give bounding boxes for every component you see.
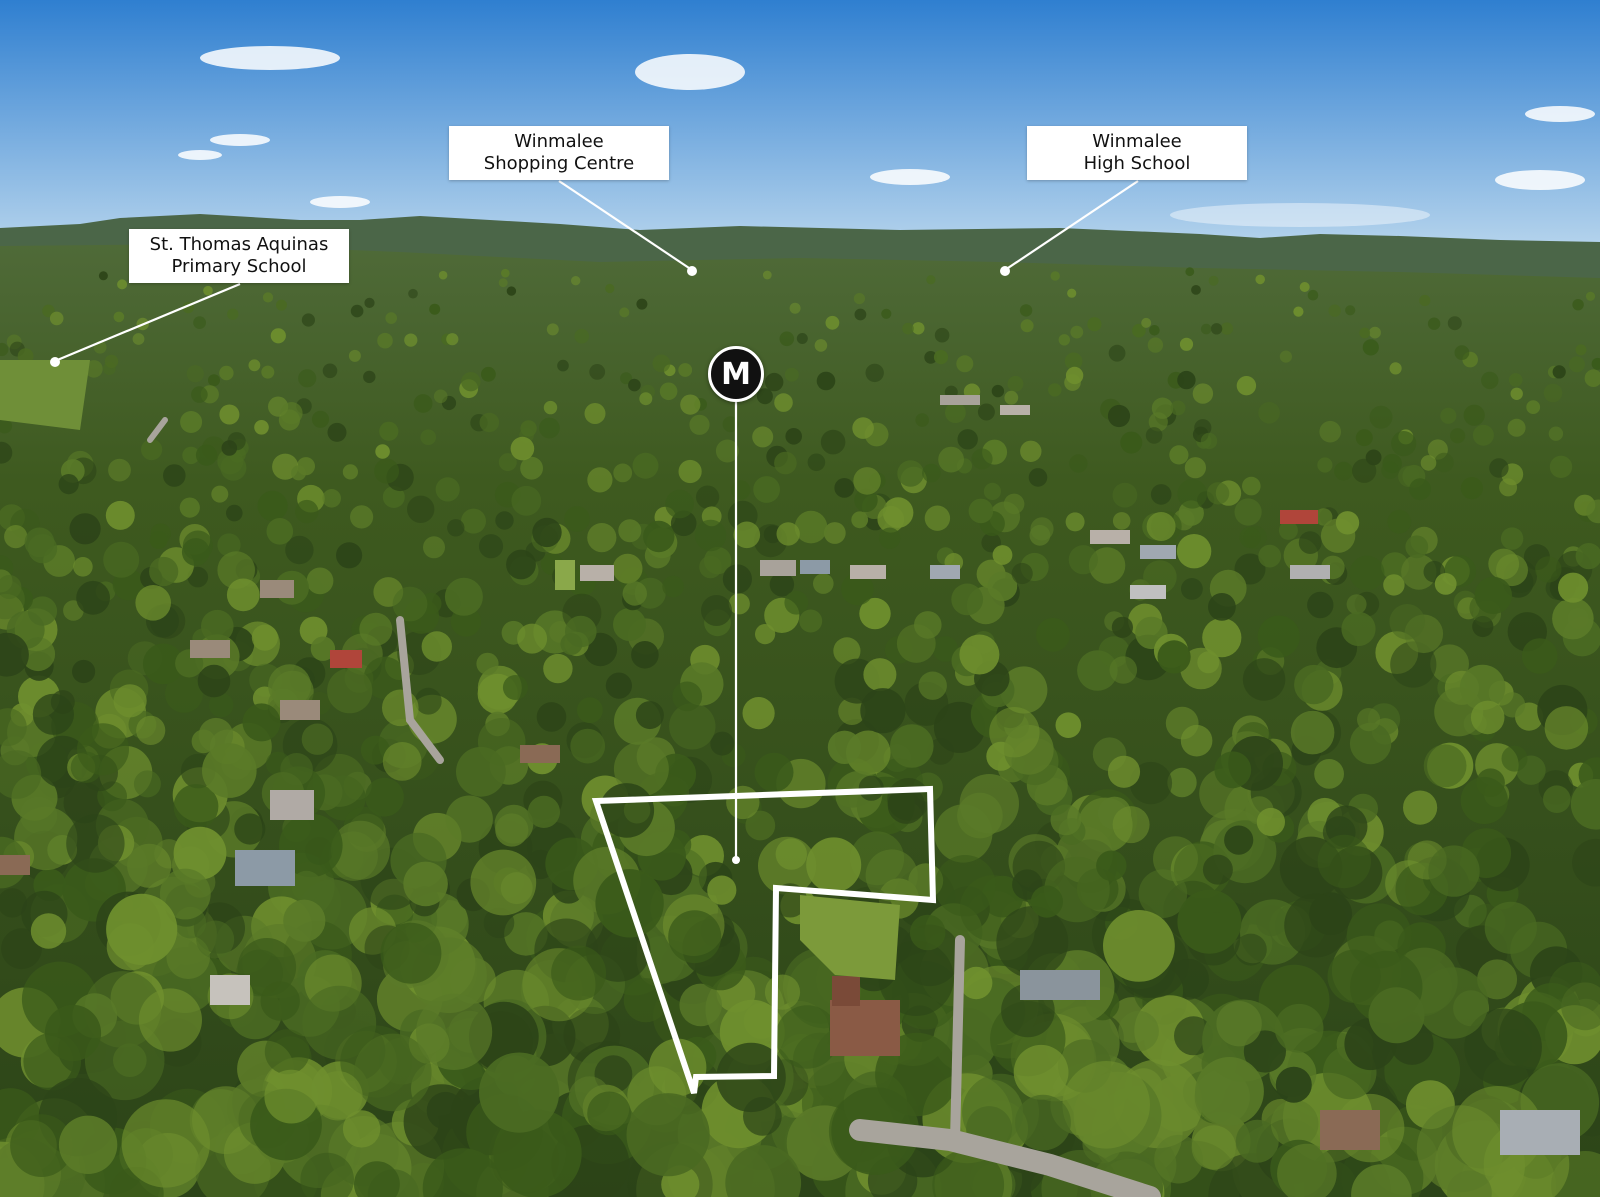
label-shopping-line1: Winmalee <box>514 131 604 152</box>
leader-lines <box>54 180 1139 860</box>
label-shopping-centre: Winmalee Shopping Centre <box>449 126 669 180</box>
label-primary-school-line2: Primary School <box>171 256 307 277</box>
label-shopping-line2: Shopping Centre <box>483 153 635 174</box>
location-dots <box>50 266 1010 864</box>
label-high-school: Winmalee High School <box>1027 126 1247 180</box>
roads <box>147 417 1161 1197</box>
sky <box>0 0 1600 260</box>
leader-line-primary-school <box>54 282 241 363</box>
label-primary-school: St. Thomas Aquinas Primary School <box>129 229 349 283</box>
lawns <box>0 360 900 980</box>
label-primary-school-line1: St. Thomas Aquinas <box>149 234 329 255</box>
leader-line-high-school <box>1004 180 1139 271</box>
marker-letter: M <box>721 356 751 392</box>
property-boundary-outline <box>591 785 937 1094</box>
label-high-school-line1: Winmalee <box>1092 131 1182 152</box>
houses <box>0 395 1580 1155</box>
property-marker-badge: M <box>708 346 764 402</box>
leader-line-shopping <box>558 180 693 271</box>
label-high-school-line2: High School <box>1083 153 1191 174</box>
clouds <box>178 46 1595 227</box>
